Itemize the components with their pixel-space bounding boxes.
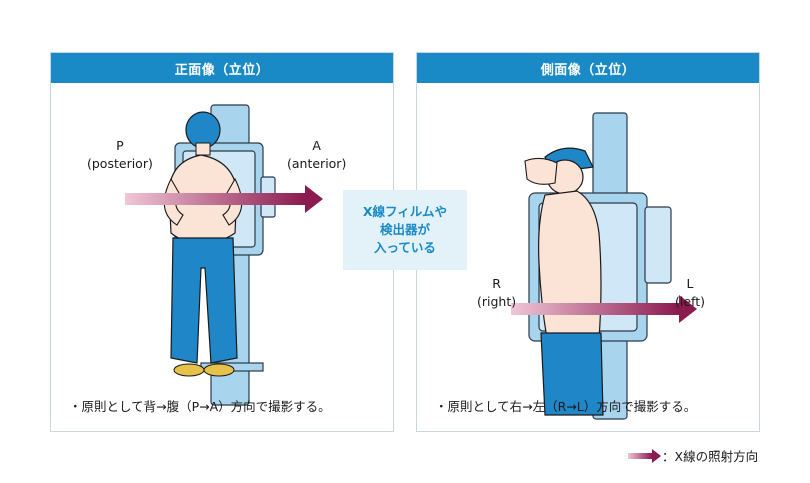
detector-note-line3: 入っている <box>374 240 436 255</box>
frontal-view-illustration <box>125 104 323 406</box>
patient-side-view <box>524 147 604 416</box>
frontal-view-panel: 正面像（立位） <box>50 52 394 432</box>
label-left: L (left) <box>675 276 705 309</box>
lateral-view-title: 側面像（立位） <box>417 53 759 83</box>
lateral-view-caption: ・原則として右→左（R→L）方向で撮影する。 <box>435 399 697 414</box>
label-right: R (right) <box>477 276 517 309</box>
frontal-view-caption: ・原則として背→腹（P→A）方向で撮影する。 <box>69 399 331 414</box>
legend-text: ：X線の照射方向 <box>662 449 759 464</box>
label-anterior: A (anterior) <box>287 138 347 171</box>
frontal-view-title: 正面像（立位） <box>51 53 393 83</box>
xray-arrow-r-to-l <box>511 295 697 323</box>
legend: ：X線の照射方向 <box>628 446 758 465</box>
detector-note-line2: 検出器が <box>379 222 430 237</box>
xray-arrow-p-to-a <box>125 185 323 213</box>
detector-note-box: X線フィルムや 検出器が 入っている <box>343 190 467 270</box>
lateral-view-panel: 側面像（立位） R (right) <box>416 52 760 432</box>
label-posterior: P (posterior) <box>87 138 153 171</box>
lateral-view-illustration <box>511 112 697 420</box>
detector-note-line1: X線フィルムや <box>362 204 448 219</box>
legend-arrow-icon <box>628 448 661 463</box>
